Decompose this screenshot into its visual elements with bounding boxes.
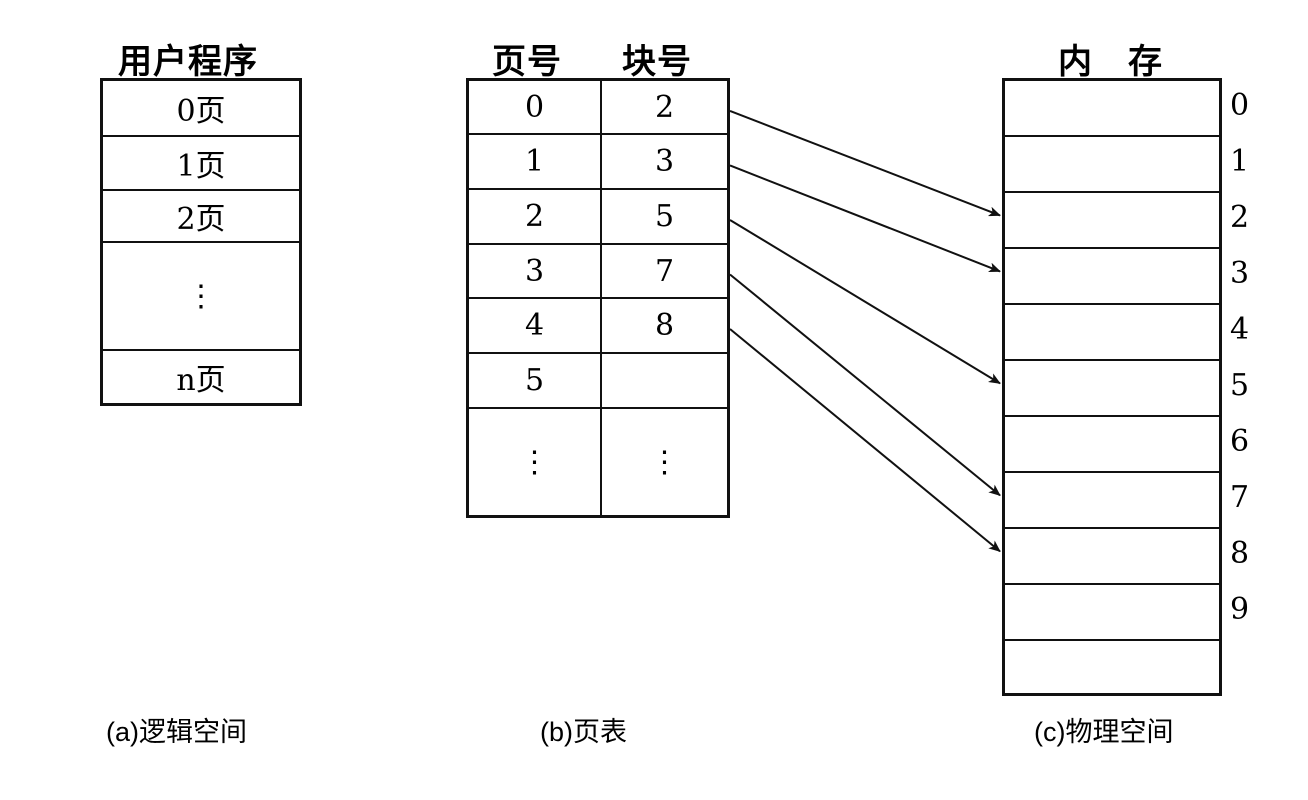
- logical-space-caption: (a)逻辑空间: [106, 717, 247, 747]
- page-number-cell: 3: [524, 253, 545, 289]
- memory-index-1: 1: [1230, 144, 1250, 179]
- memory-index-9: 9: [1230, 592, 1250, 627]
- mapping-arrow-page-0-to-block-2: [729, 110, 1001, 217]
- memory-block-2: [1005, 193, 1219, 249]
- page-table-caption: (b)页表: [540, 717, 627, 747]
- page-number-cell: 2: [524, 199, 545, 234]
- memory-block-8: [1005, 529, 1219, 585]
- logical-page-2: 2页: [103, 191, 299, 243]
- block-number-cell: 3: [654, 144, 675, 179]
- mapping-arrow-page-2-to-block-5: [729, 219, 1001, 385]
- memory-block-1: [1005, 137, 1219, 193]
- memory-block-5: [1005, 361, 1219, 417]
- page-table-row-ellipsis: ⋮ ⋮: [469, 409, 727, 515]
- page-number-cell: 1: [524, 144, 545, 179]
- block-number-ellipsis: ⋮: [649, 444, 680, 480]
- memory-index-4: 4: [1230, 312, 1250, 347]
- memory-block-3: [1005, 249, 1219, 305]
- page-table-row-0: 0 2: [469, 81, 727, 135]
- memory-block-0: [1005, 81, 1219, 137]
- page-number-cell: 5: [524, 363, 545, 398]
- memory-index-5: 5: [1230, 368, 1250, 403]
- page-table-row-1: 1 3: [469, 135, 727, 190]
- memory-index-6: 6: [1230, 424, 1250, 459]
- logical-space-title: 用户程序: [118, 42, 258, 82]
- memory-caption: (c)物理空间: [1034, 717, 1174, 747]
- page-number-header: 页号: [492, 42, 562, 82]
- logical-page-0: 0页: [103, 81, 299, 137]
- page-number-cell: 4: [524, 308, 545, 343]
- memory-block-4: [1005, 305, 1219, 361]
- memory-block-7: [1005, 473, 1219, 529]
- page-table-row-5: 5: [469, 354, 727, 409]
- vertical-ellipsis: ⋮: [186, 278, 216, 314]
- block-number-cell: 5: [654, 199, 675, 234]
- page-number-ellipsis: ⋮: [519, 444, 550, 480]
- block-number-cell: 8: [654, 308, 675, 343]
- mapping-arrow-page-1-to-block-3: [729, 164, 1001, 273]
- user-program-box: 0页 1页 2页 ⋮ n页: [100, 78, 302, 406]
- memory-index-7: 7: [1230, 480, 1250, 515]
- mapping-arrow-page-4-to-block-8: [729, 328, 1001, 553]
- page-table-row-4: 4 8: [469, 299, 727, 354]
- block-number-cell: 2: [654, 89, 675, 125]
- logical-page-n: n页: [176, 363, 226, 398]
- memory-box: [1002, 78, 1222, 696]
- page-number-cell: 0: [524, 89, 545, 125]
- logical-page-1: 1页: [103, 137, 299, 191]
- mapping-arrow-page-3-to-block-7: [729, 273, 1001, 497]
- memory-index-3: 3: [1230, 256, 1250, 291]
- block-number-header: 块号: [622, 42, 692, 82]
- memory-index-2: 2: [1230, 200, 1250, 235]
- page-table-row-3: 3 7: [469, 245, 727, 299]
- logical-page-ellipsis: ⋮: [103, 243, 299, 351]
- memory-index-0: 0: [1230, 88, 1250, 123]
- memory-block-9: [1005, 585, 1219, 641]
- memory-index-8: 8: [1230, 536, 1250, 571]
- memory-title: 内 存: [1058, 42, 1163, 82]
- memory-block-6: [1005, 417, 1219, 473]
- page-table-row-2: 2 5: [469, 190, 727, 245]
- page-table-box: 0 2 1 3 2 5 3 7 4 8 5 ⋮ ⋮: [466, 78, 730, 518]
- block-number-cell: 7: [654, 253, 675, 289]
